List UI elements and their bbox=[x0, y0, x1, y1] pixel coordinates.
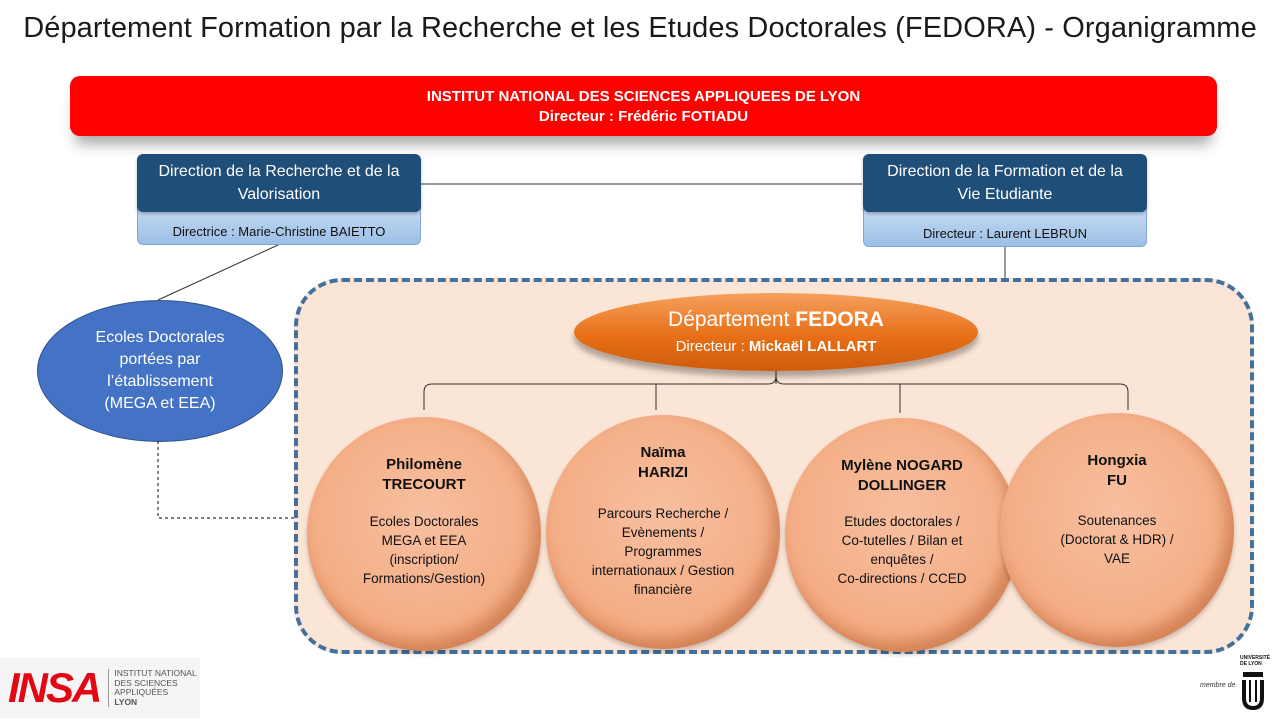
connector-recherche-ecoles bbox=[157, 244, 279, 301]
insa-director: Directeur : Frédéric FOTIADU bbox=[538, 107, 749, 125]
direction-recherche-box: Direction de la Recherche et de la Valor… bbox=[137, 154, 421, 212]
direction-recherche-name-l2: Valorisation bbox=[237, 186, 321, 203]
fedora-dept-name: FEDORA bbox=[795, 307, 884, 331]
ecoles-line-2: portées par bbox=[119, 351, 201, 368]
fedora-dir-prefix: Directeur : bbox=[675, 337, 745, 355]
staff-role: Parcours Recherche /Evènements / Program… bbox=[591, 506, 735, 597]
fedora-department-oval: Département FEDORA Directeur : Mickaël L… bbox=[574, 293, 978, 371]
staff-role: Soutenances(Doctorat & HDR) / VAE bbox=[1060, 513, 1174, 566]
staff-role: Etudes doctorales /Co-tutelles / Bilan e… bbox=[837, 514, 967, 586]
insa-lyon-logo: INSA INSTITUT NATIONAL DES SCIENCES APPL… bbox=[0, 658, 200, 718]
direction-formation-head: Directeur : Laurent LEBRUN bbox=[863, 208, 1147, 247]
fedora-dir-name: Mickaël LALLART bbox=[748, 337, 877, 355]
direction-recherche-head: Directrice : Marie-Christine BAIETTO bbox=[137, 206, 421, 245]
ecoles-line-4: (MEGA et EEA) bbox=[104, 395, 216, 412]
ecoles-doctorales-ellipse: Ecoles Doctorales portées par l’établiss… bbox=[37, 300, 283, 442]
insa-wordmark: INSA bbox=[8, 664, 102, 711]
insa-header-box: INSTITUT NATIONAL DES SCIENCES APPLIQUEE… bbox=[70, 76, 1217, 136]
connector-ecoles-trecourt bbox=[157, 441, 310, 519]
insa-logo-subtitle: INSTITUT NATIONAL DES SCIENCES APPLIQUÉE… bbox=[108, 668, 197, 707]
ecoles-line-1: Ecoles Doctorales bbox=[95, 329, 225, 346]
univ-lyon-text: UNIVERSITÉ DE LYON bbox=[1240, 655, 1271, 667]
univ-lyon-emblem-icon bbox=[1242, 672, 1264, 710]
direction-recherche-name-l1: Direction de la Recherche et de la bbox=[158, 163, 400, 180]
page-title: Département Formation par la Recherche e… bbox=[23, 12, 1257, 44]
membre-de-text: membre de bbox=[1200, 682, 1236, 689]
direction-formation-name-l2: Vie Etudiante bbox=[957, 186, 1053, 203]
direction-formation-name-l1: Direction de la Formation et de la bbox=[887, 163, 1123, 180]
insa-name: INSTITUT NATIONAL DES SCIENCES APPLIQUEE… bbox=[426, 87, 861, 105]
universite-de-lyon-logo: membre de UNIVERSITÉ DE LYON bbox=[1200, 654, 1276, 716]
ecoles-line-3: l’établissement bbox=[107, 373, 213, 390]
fedora-dept-prefix: Département bbox=[668, 307, 790, 331]
direction-formation-box: Direction de la Formation et de la Vie E… bbox=[863, 154, 1147, 212]
